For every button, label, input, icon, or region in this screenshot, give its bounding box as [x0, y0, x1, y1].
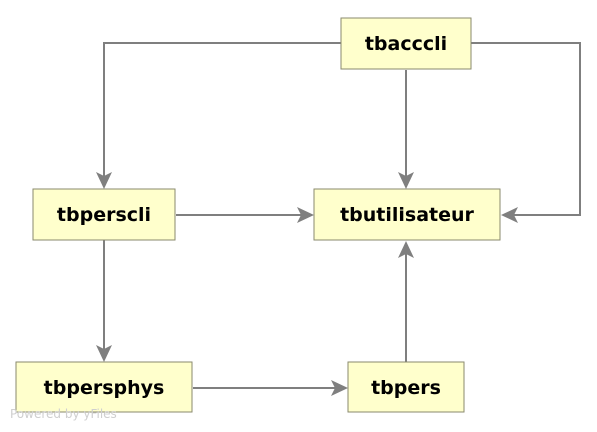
node-tbacccli[interactable]: tbacccli — [340, 17, 472, 70]
node-tbpersphys[interactable]: tbpersphys — [15, 361, 193, 413]
node-label: tbperscli — [57, 204, 151, 226]
node-label: tbutilisateur — [340, 204, 474, 226]
arrowhead-tbutilisateur-right — [501, 207, 518, 223]
node-box — [347, 361, 465, 413]
node-tbpers[interactable]: tbpers — [347, 361, 465, 413]
node-label: tbpers — [371, 377, 441, 399]
node-tbperscli[interactable]: tbperscli — [32, 188, 176, 241]
arrowhead-tbutilisateur-top — [398, 172, 414, 189]
node-label: tbacccli — [365, 33, 447, 55]
arrowhead-tbutilisateur-bottom — [398, 241, 414, 258]
arrowhead-tbpers-left — [331, 380, 348, 396]
edge-tbacccli-tbutilisateur-loop — [471, 42, 581, 216]
node-box — [15, 361, 193, 413]
watermark: Powered by yFiles — [10, 407, 117, 421]
node-box — [340, 17, 472, 70]
node-label: tbpersphys — [44, 377, 165, 399]
node-box — [313, 188, 501, 241]
node-tbutilisateur[interactable]: tbutilisateur — [313, 188, 501, 241]
edge-tbacccli-tbperscli — [103, 42, 341, 178]
arrowhead-tbperscli-top — [96, 172, 112, 189]
node-box — [32, 188, 176, 241]
arrowhead-tbutilisateur-left — [297, 207, 314, 223]
edges — [96, 42, 581, 396]
arrowhead-tbpersphys-top — [96, 345, 112, 362]
